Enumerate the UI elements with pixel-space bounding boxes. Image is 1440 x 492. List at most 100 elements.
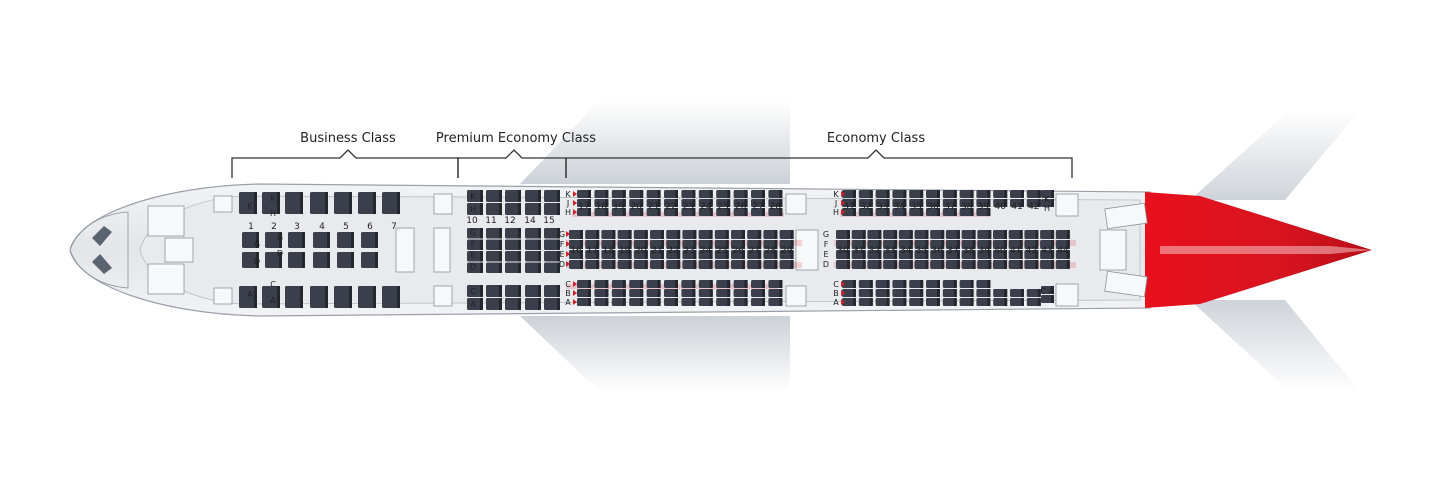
premium-seat[interactable] xyxy=(525,285,541,297)
premium-seat[interactable] xyxy=(544,262,560,274)
economy-seat[interactable] xyxy=(682,250,697,259)
economy-seat[interactable] xyxy=(867,230,882,239)
premium-seat[interactable] xyxy=(544,228,560,239)
premium-seat[interactable] xyxy=(525,251,541,262)
business-seat[interactable] xyxy=(262,286,280,308)
business-seat[interactable] xyxy=(382,286,400,308)
business-seat[interactable] xyxy=(239,192,257,214)
economy-seat[interactable] xyxy=(714,230,729,239)
economy-seat[interactable] xyxy=(716,190,731,198)
economy-seat[interactable] xyxy=(751,298,765,306)
economy-seat[interactable] xyxy=(858,289,873,297)
premium-seat[interactable] xyxy=(486,298,502,310)
economy-seat[interactable] xyxy=(698,199,713,207)
economy-seat[interactable] xyxy=(961,260,976,269)
economy-seat[interactable] xyxy=(842,190,856,198)
economy-seat[interactable] xyxy=(867,240,882,249)
economy-seat[interactable] xyxy=(1026,289,1041,297)
economy-seat[interactable] xyxy=(664,289,678,297)
business-seat[interactable] xyxy=(265,252,282,268)
economy-seat[interactable] xyxy=(942,208,957,216)
economy-seat[interactable] xyxy=(1024,250,1039,259)
economy-seat[interactable] xyxy=(747,230,762,239)
business-seat[interactable] xyxy=(242,232,259,248)
economy-seat[interactable] xyxy=(1008,250,1023,259)
economy-seat[interactable] xyxy=(909,190,924,198)
economy-seat[interactable] xyxy=(959,289,974,297)
economy-seat[interactable] xyxy=(883,240,898,249)
premium-seat[interactable] xyxy=(505,203,521,215)
economy-seat[interactable] xyxy=(594,298,609,306)
economy-seat[interactable] xyxy=(611,298,626,306)
economy-seat[interactable] xyxy=(892,289,907,297)
economy-seat[interactable] xyxy=(875,190,890,198)
economy-seat[interactable] xyxy=(585,240,600,249)
economy-seat[interactable] xyxy=(898,260,913,269)
economy-seat[interactable] xyxy=(858,208,873,216)
economy-seat[interactable] xyxy=(666,230,681,239)
premium-seat[interactable] xyxy=(525,190,541,202)
business-seat[interactable] xyxy=(288,232,305,248)
economy-seat[interactable] xyxy=(646,298,661,306)
economy-seat[interactable] xyxy=(1040,230,1055,239)
economy-seat[interactable] xyxy=(1024,240,1039,249)
economy-seat[interactable] xyxy=(646,199,661,207)
economy-seat[interactable] xyxy=(926,208,940,216)
economy-seat[interactable] xyxy=(942,190,957,198)
business-seat[interactable] xyxy=(313,252,330,268)
economy-seat[interactable] xyxy=(851,250,866,259)
economy-seat[interactable] xyxy=(1024,230,1039,239)
economy-seat[interactable] xyxy=(698,260,713,269)
economy-seat[interactable] xyxy=(601,260,616,269)
economy-seat[interactable] xyxy=(768,289,783,297)
economy-seat[interactable] xyxy=(909,280,924,288)
economy-seat[interactable] xyxy=(611,208,626,216)
economy-seat[interactable] xyxy=(930,240,945,249)
economy-seat[interactable] xyxy=(1026,190,1041,198)
economy-seat[interactable] xyxy=(601,240,616,249)
economy-seat[interactable] xyxy=(898,230,913,239)
economy-seat[interactable] xyxy=(1010,289,1024,297)
economy-seat[interactable] xyxy=(926,280,940,288)
premium-seat[interactable] xyxy=(525,228,541,239)
economy-seat[interactable] xyxy=(858,199,873,207)
economy-seat[interactable] xyxy=(681,298,696,306)
business-seat[interactable] xyxy=(262,192,280,214)
economy-seat[interactable] xyxy=(779,240,794,249)
economy-seat[interactable] xyxy=(617,260,632,269)
premium-seat[interactable] xyxy=(486,251,502,262)
economy-seat[interactable] xyxy=(698,280,713,288)
economy-seat[interactable] xyxy=(664,280,678,288)
business-seat[interactable] xyxy=(239,286,257,308)
economy-seat[interactable] xyxy=(977,250,992,259)
economy-seat[interactable] xyxy=(858,190,873,198)
economy-seat[interactable] xyxy=(751,199,765,207)
economy-seat[interactable] xyxy=(892,208,907,216)
economy-seat[interactable] xyxy=(875,289,890,297)
premium-seat[interactable] xyxy=(467,262,483,274)
economy-seat[interactable] xyxy=(577,199,591,207)
economy-seat[interactable] xyxy=(716,199,731,207)
economy-seat[interactable] xyxy=(1055,260,1070,269)
business-seat[interactable] xyxy=(285,286,303,308)
economy-seat[interactable] xyxy=(682,240,697,249)
economy-seat[interactable] xyxy=(664,190,678,198)
economy-seat[interactable] xyxy=(733,280,748,288)
economy-seat[interactable] xyxy=(993,250,1007,259)
economy-seat[interactable] xyxy=(926,190,940,198)
economy-seat[interactable] xyxy=(698,250,713,259)
economy-seat[interactable] xyxy=(650,260,664,269)
economy-seat[interactable] xyxy=(976,199,991,207)
economy-seat[interactable] xyxy=(633,250,648,259)
economy-seat[interactable] xyxy=(768,190,783,198)
premium-seat[interactable] xyxy=(486,228,502,239)
economy-seat[interactable] xyxy=(836,250,850,259)
economy-seat[interactable] xyxy=(942,289,957,297)
economy-seat[interactable] xyxy=(961,230,976,239)
economy-seat[interactable] xyxy=(751,208,765,216)
economy-seat[interactable] xyxy=(842,289,856,297)
economy-seat[interactable] xyxy=(914,230,929,239)
economy-seat[interactable] xyxy=(716,298,731,306)
economy-seat[interactable] xyxy=(1041,286,1054,294)
premium-seat[interactable] xyxy=(505,262,521,274)
